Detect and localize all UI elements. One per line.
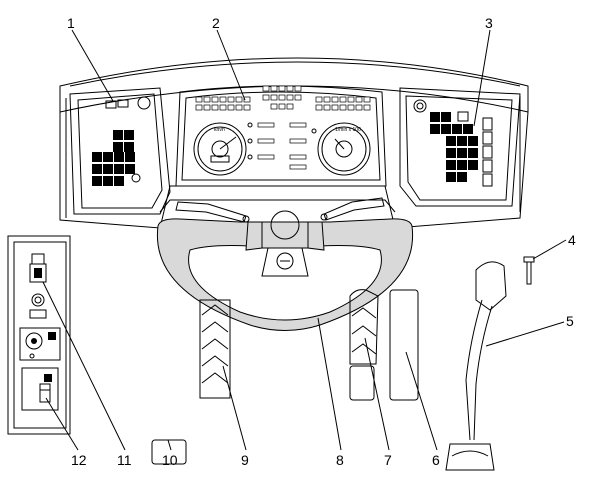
switch-block-right <box>430 112 478 182</box>
callout-7: 7 <box>384 452 392 468</box>
gear-lever[interactable] <box>445 261 507 471</box>
side-console <box>7 235 71 435</box>
callout-3: 3 <box>485 15 493 31</box>
rocker-switch[interactable] <box>117 99 129 108</box>
ignition-lock-icon[interactable] <box>25 332 43 350</box>
callout-1: 1 <box>67 15 75 31</box>
callout-6: 6 <box>432 452 440 468</box>
callout-4: 4 <box>568 232 576 248</box>
callout-2: 2 <box>212 15 220 31</box>
ignition-panel <box>19 327 61 361</box>
rotary-knob[interactable] <box>413 99 427 113</box>
leader-lines <box>42 29 567 451</box>
switch-block-left <box>92 130 135 186</box>
clutch-pedal[interactable] <box>199 299 231 399</box>
rotary-knob[interactable] <box>137 96 151 110</box>
right-switch-panel <box>399 87 521 207</box>
steering-wheel[interactable] <box>156 210 414 331</box>
key-switch-icon[interactable] <box>131 173 141 183</box>
speedometer-unit: km/h <box>214 127 225 133</box>
hand-throttle-pin[interactable] <box>523 256 535 285</box>
floor-switch[interactable] <box>151 439 187 465</box>
callout-8: 8 <box>336 452 344 468</box>
side-switch[interactable] <box>29 253 47 283</box>
steering-column-stalks[interactable] <box>175 197 385 223</box>
callout-12: 12 <box>71 452 87 468</box>
side-knob[interactable] <box>31 293 45 307</box>
callout-11: 11 <box>117 452 132 468</box>
socket-panel <box>21 367 59 411</box>
left-switch-panel <box>69 87 171 215</box>
callout-9: 9 <box>241 452 249 468</box>
instrument-cluster: km/h 1/min x 100 <box>175 85 387 187</box>
speedometer-gauge: km/h <box>193 122 247 176</box>
auxiliary-gauges <box>257 122 307 170</box>
callout-10: 10 <box>162 452 178 468</box>
warning-lamp-row <box>195 85 371 111</box>
rocker-switch[interactable] <box>105 100 117 109</box>
callout-labels: 1 2 3 4 5 6 7 8 9 10 11 12 <box>67 15 576 468</box>
brake-pedal[interactable] <box>349 289 379 401</box>
accelerator-pedal[interactable] <box>389 289 419 401</box>
callout-5: 5 <box>566 313 574 329</box>
tachometer-gauge: 1/min x 100 <box>317 122 371 176</box>
tachometer-unit: 1/min x 100 <box>335 127 361 133</box>
